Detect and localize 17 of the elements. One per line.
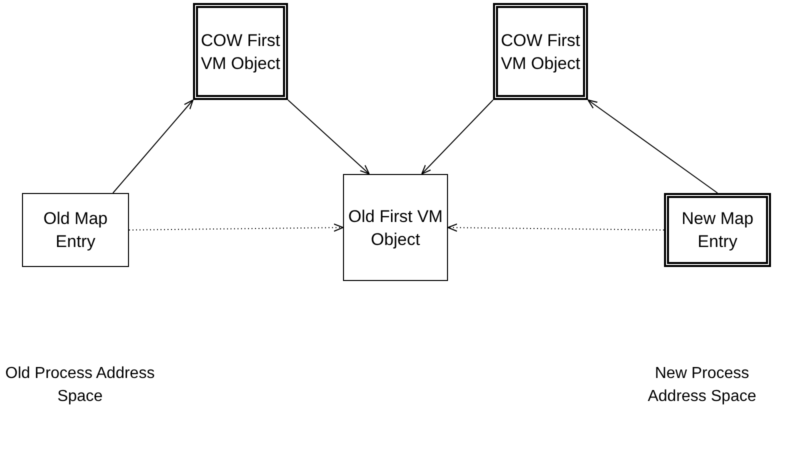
- arrow: [421, 100, 494, 175]
- object-box: [22, 193, 129, 267]
- object-box: [664, 193, 771, 267]
- arrow: [112, 99, 194, 194]
- box-label: COW First VM Object: [200, 30, 282, 74]
- arrow: [288, 100, 370, 175]
- box-label: New Map Entry: [680, 208, 754, 253]
- dotted-arrow: [447, 223, 664, 232]
- box-label: COW First VM Object: [500, 30, 582, 74]
- object-box: [493, 3, 588, 100]
- arrow: [587, 99, 718, 194]
- object-box: [343, 174, 448, 281]
- box-label: Old First VM Object: [347, 206, 444, 250]
- object-box: [193, 3, 288, 100]
- box-label: Old Map Entry: [42, 208, 109, 253]
- address-space-label: New Process Address Space: [646, 364, 758, 407]
- address-space-label: Old Process Address Space: [4, 364, 156, 407]
